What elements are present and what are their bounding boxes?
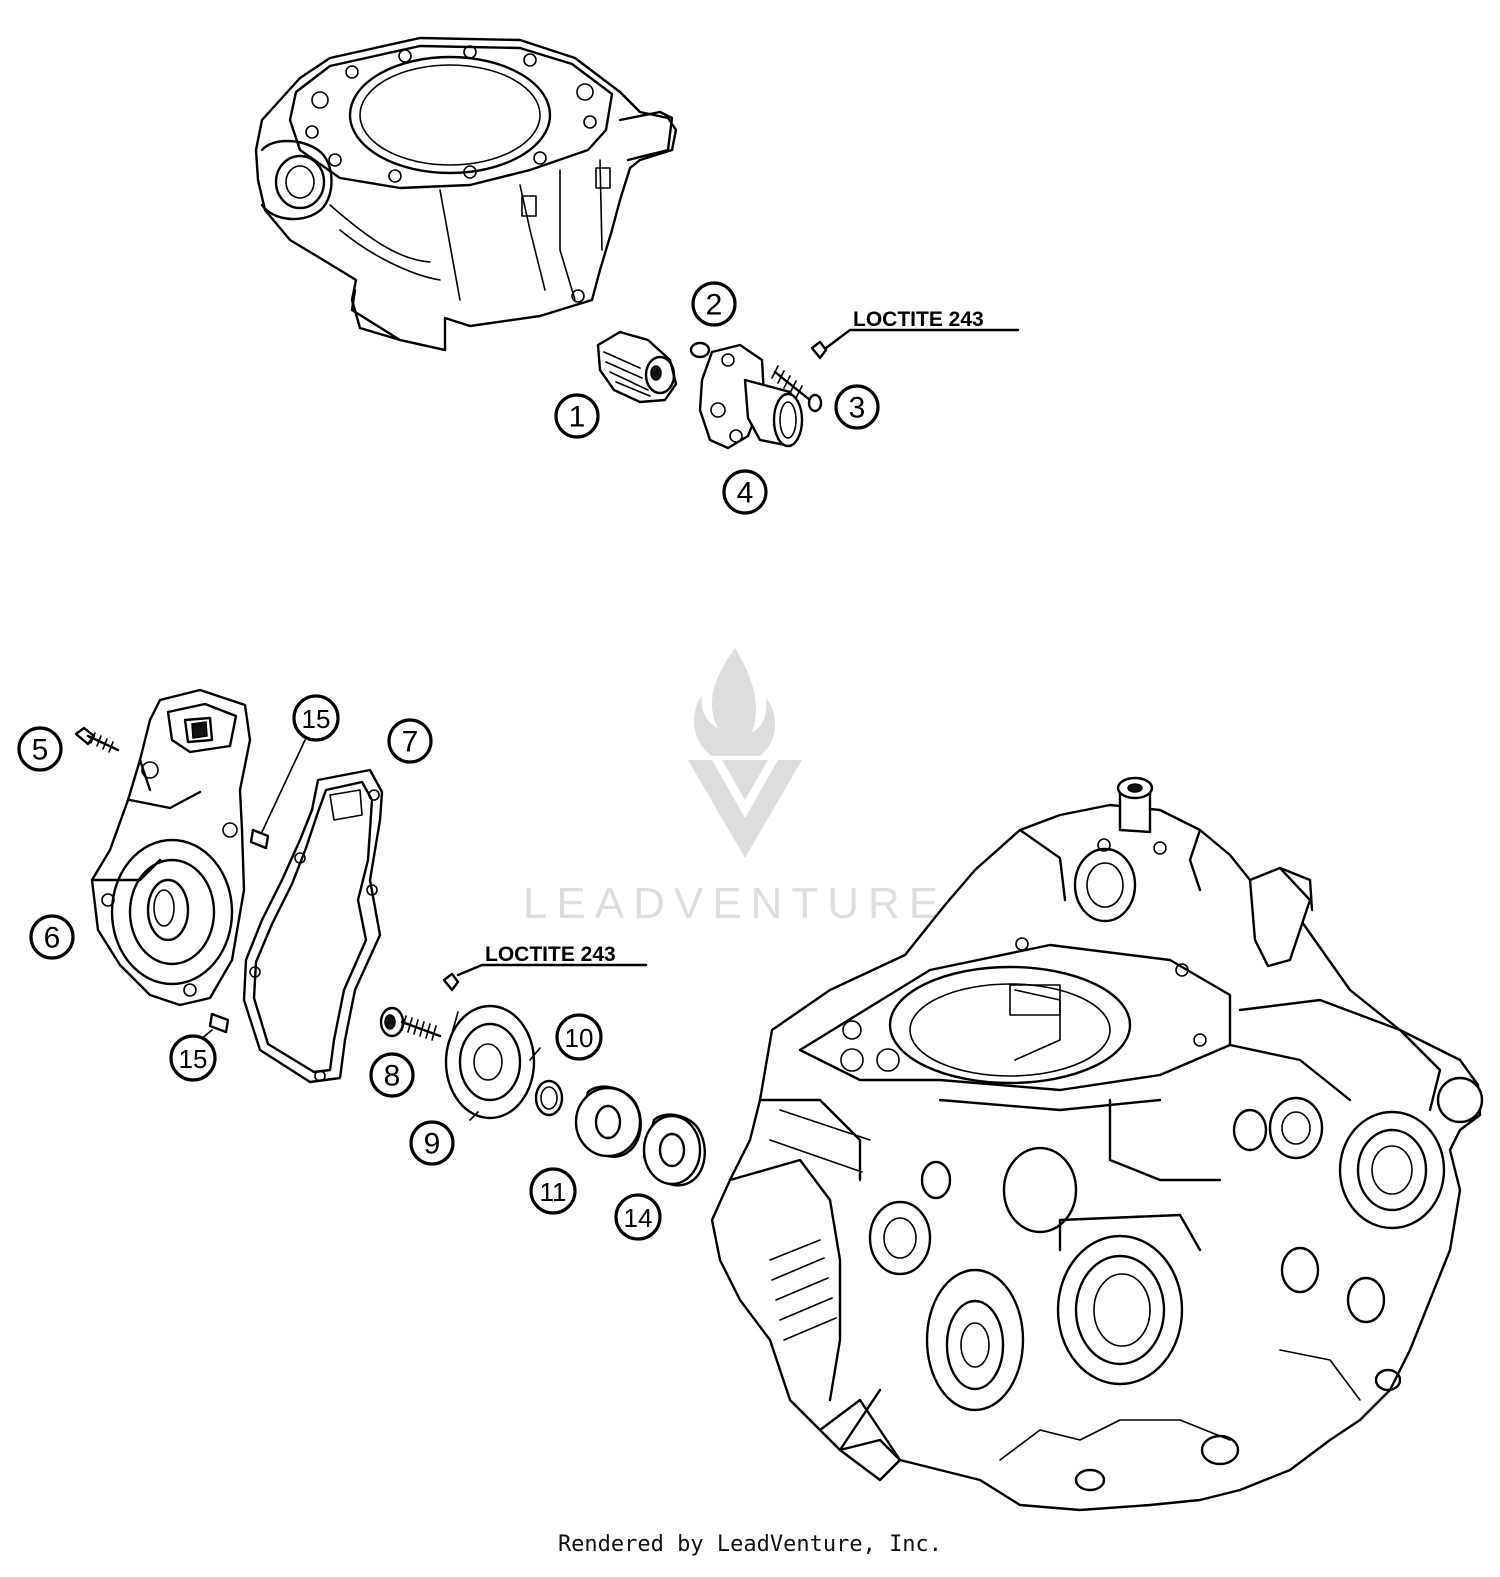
callout-6[interactable]: 6 xyxy=(29,914,75,960)
callout-15-upper[interactable]: 15 xyxy=(292,694,340,742)
thermostat-part xyxy=(596,330,678,404)
impeller-part xyxy=(444,1004,541,1121)
callout-11[interactable]: 11 xyxy=(529,1167,577,1215)
watermark: LEADVENTURE xyxy=(523,648,947,928)
callout-2[interactable]: 2 xyxy=(691,281,737,327)
callout-14-label: 14 xyxy=(624,1203,653,1233)
shaft-seal-part xyxy=(574,1085,642,1158)
callout-7[interactable]: 7 xyxy=(387,718,433,764)
callout-3[interactable]: 3 xyxy=(834,384,880,430)
callout-15-lower[interactable]: 15 xyxy=(169,1034,217,1082)
callout-14[interactable]: 14 xyxy=(614,1193,662,1241)
callout-10-label: 10 xyxy=(565,1023,594,1053)
callout-10[interactable]: 10 xyxy=(555,1013,603,1061)
shaft-o-ring-part xyxy=(534,1079,564,1117)
callout-9-label: 9 xyxy=(424,1128,441,1161)
callout-2-label: 2 xyxy=(706,289,723,322)
callout-8-label: 8 xyxy=(384,1060,401,1093)
loctite-label-bottom: LOCTITE 243 xyxy=(456,943,648,977)
callout-7-label: 7 xyxy=(402,726,419,759)
callout-9[interactable]: 9 xyxy=(409,1120,455,1166)
leadventure-logo-icon xyxy=(688,648,802,858)
dowel-pin-upper-part xyxy=(249,828,270,850)
callout-4-label: 4 xyxy=(737,477,754,510)
callout-11-label: 11 xyxy=(540,1177,567,1207)
bolt-part xyxy=(74,726,120,753)
footer-credit: Rendered by LeadVenture, Inc. xyxy=(557,1532,943,1557)
callout-3-label: 3 xyxy=(849,392,866,425)
leader-line-15-upper xyxy=(261,739,306,833)
impeller-screw-part xyxy=(379,972,460,1041)
thermostat-housing-part xyxy=(698,343,804,450)
callout-5-label: 5 xyxy=(32,734,49,767)
o-ring-part xyxy=(689,341,711,359)
callout-6-label: 6 xyxy=(44,922,61,955)
dowel-pin-lower-part xyxy=(208,1012,230,1034)
loctite-label-top: LOCTITE 243 xyxy=(824,308,1020,350)
callout-1[interactable]: 1 xyxy=(554,393,600,439)
watermark-text: LEADVENTURE xyxy=(523,879,947,928)
callout-15-upper-label: 15 xyxy=(302,704,331,734)
water-pump-cover-part xyxy=(90,688,252,1007)
callout-5[interactable]: 5 xyxy=(17,726,63,772)
crankcase-part xyxy=(710,776,1484,1512)
screw-part xyxy=(771,340,828,413)
callout-15-lower-label: 15 xyxy=(179,1044,208,1074)
callout-1-label: 1 xyxy=(569,401,586,434)
callout-8[interactable]: 8 xyxy=(369,1052,415,1098)
gasket-bolt-holes xyxy=(305,45,597,183)
loctite-text-bottom: LOCTITE 243 xyxy=(485,943,616,966)
callout-4[interactable]: 4 xyxy=(722,469,768,515)
gasket-part xyxy=(242,768,384,1084)
oil-seal-part xyxy=(642,1113,707,1187)
cylinder-part xyxy=(254,36,678,352)
loctite-text-top: LOCTITE 243 xyxy=(853,308,984,331)
